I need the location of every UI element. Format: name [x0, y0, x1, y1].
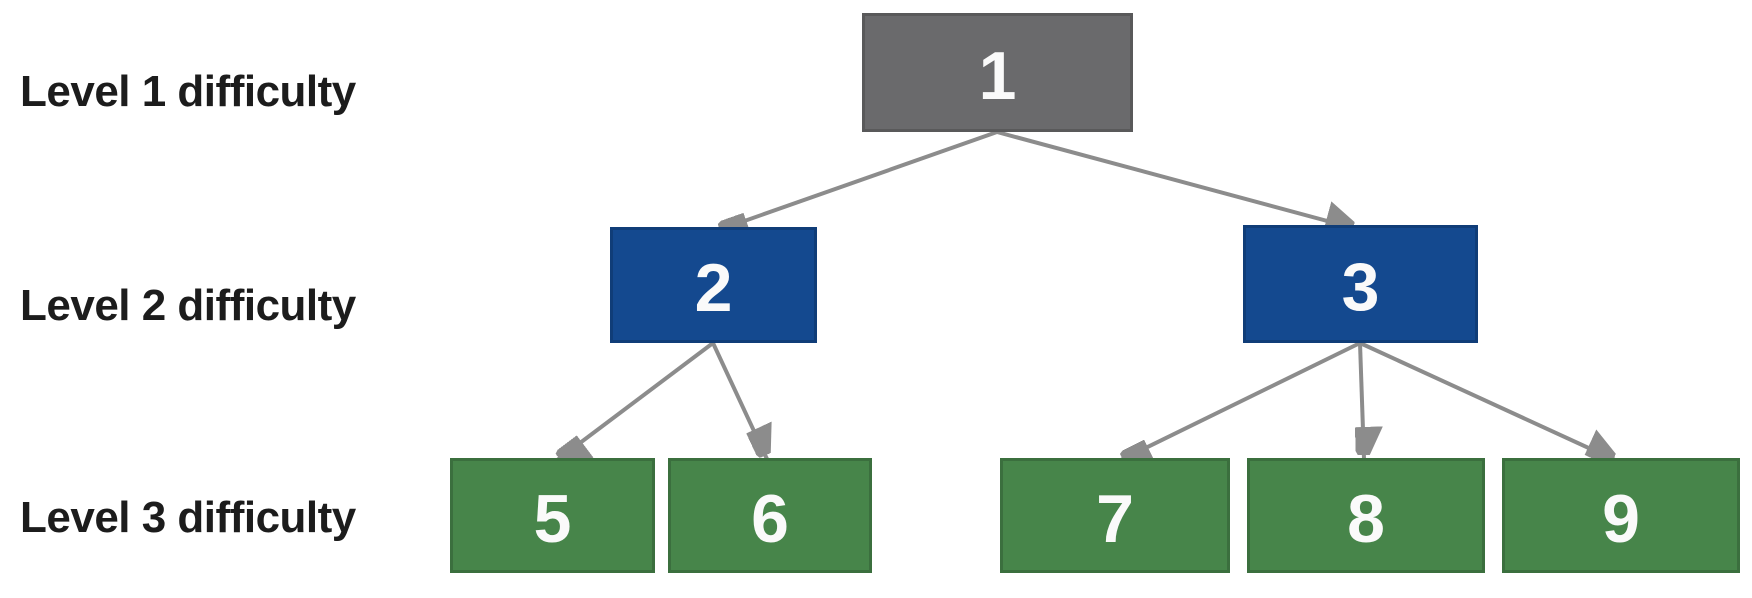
node-8-label: 8: [1347, 480, 1385, 557]
node-6-label: 6: [751, 480, 789, 557]
node-8: 8: [1247, 458, 1485, 573]
row-label-level-2: Level 2 difficulty: [20, 281, 356, 330]
edge-2-5: [556, 341, 715, 461]
row-label-level-3: Level 3 difficulty: [20, 493, 356, 542]
node-1-label: 1: [978, 37, 1017, 114]
edge-2-6: [711, 342, 767, 460]
node-3-label: 3: [1341, 249, 1380, 325]
node-9-label: 9: [1602, 480, 1640, 557]
row-label-level-1: Level 1 difficulty: [20, 67, 356, 116]
node-3: 3: [1243, 225, 1478, 343]
edge-1-2: [715, 130, 998, 231]
node-6: 6: [668, 458, 872, 573]
edge-1-3: [996, 130, 1357, 229]
edge-3-8: [1360, 342, 1364, 460]
node-9: 9: [1502, 458, 1740, 573]
node-1: 1: [862, 13, 1133, 132]
edge-3-7: [1118, 341, 1361, 461]
node-2: 2: [610, 227, 817, 343]
node-5-label: 5: [533, 480, 572, 557]
node-7-label: 7: [1096, 480, 1134, 557]
node-2-label: 2: [694, 250, 733, 326]
edge-3-9: [1359, 341, 1617, 461]
node-7: 7: [1000, 458, 1230, 573]
node-5: 5: [450, 458, 655, 573]
